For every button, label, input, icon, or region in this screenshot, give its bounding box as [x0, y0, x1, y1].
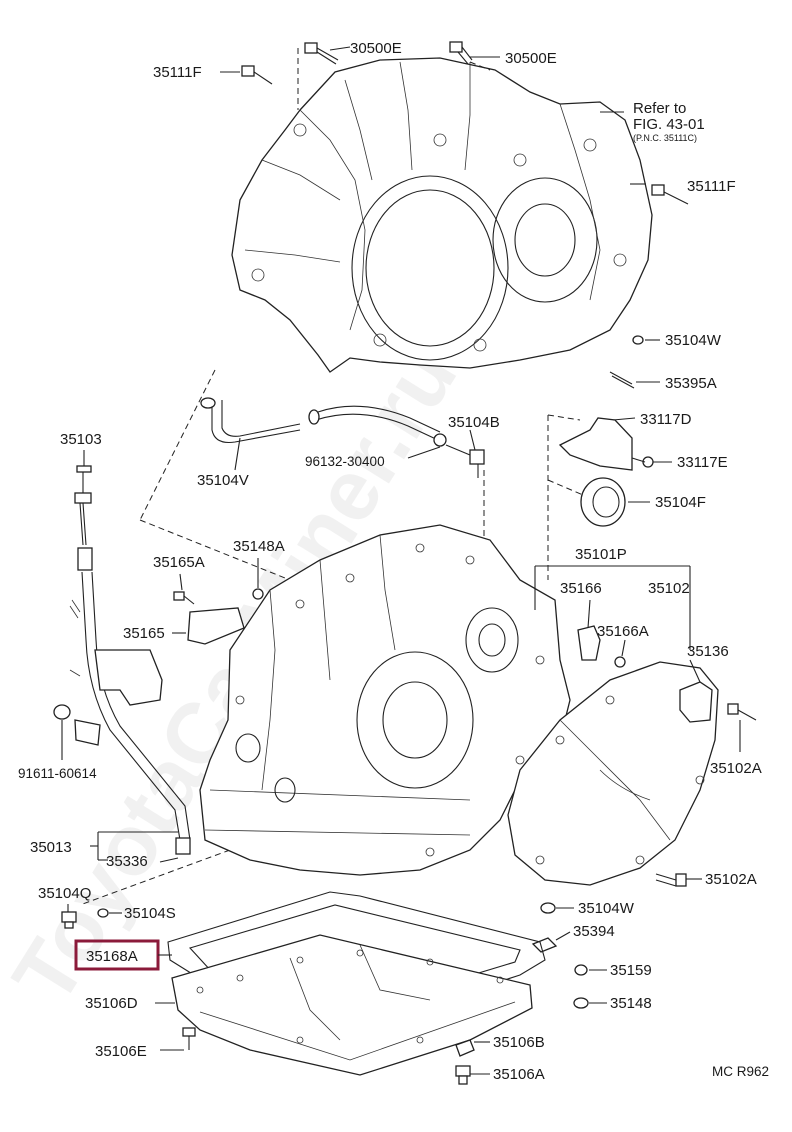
label-91611-60614: 91611-60614	[18, 766, 97, 781]
bolt-35395a-icon	[609, 371, 635, 389]
bolt-33117e-icon	[631, 456, 654, 468]
oring-35104s-icon	[97, 908, 109, 918]
refer-line-1: Refer to	[633, 100, 686, 117]
bolt-35111f-b-icon	[651, 184, 689, 205]
union-35104b-icon	[433, 433, 485, 478]
label-35106b: 35106B	[493, 1034, 545, 1051]
label-35166: 35166	[560, 580, 602, 597]
label-33117d: 33117D	[640, 411, 692, 428]
bolt-35111f-a-icon	[241, 65, 273, 85]
label-35104w-b: 35104W	[578, 900, 635, 917]
gasket-35106b-icon	[455, 1039, 475, 1057]
bolt-35165a-icon	[173, 591, 195, 605]
label-35165a: 35165A	[153, 554, 205, 571]
bolt-35102a-b-icon	[655, 873, 687, 887]
label-35148a: 35148A	[233, 538, 285, 555]
seal-35104f-icon	[580, 477, 626, 527]
label-35159: 35159	[610, 962, 652, 979]
dipstick-35103-icon	[74, 465, 93, 571]
label-35106a: 35106A	[493, 1066, 545, 1083]
transaxle-case	[199, 524, 571, 876]
bolt-35166a-icon	[614, 656, 626, 668]
label-35136: 35136	[687, 643, 729, 660]
plug-35148-icon	[573, 997, 589, 1009]
refer-line-3: (P.N.C. 35111C)	[633, 133, 697, 143]
label-35104v: 35104V	[197, 472, 249, 489]
plate-35166-icon	[577, 625, 601, 661]
label-35111f-a: 35111F	[153, 64, 202, 81]
label-35166a: 35166A	[597, 623, 649, 640]
diagram-reference-code: MC R962	[712, 1064, 769, 1079]
oil-pan-35106d	[171, 934, 533, 1076]
gasket-35159-icon	[574, 964, 588, 976]
filler-tube-35013-icon	[69, 571, 191, 855]
label-35336: 35336	[106, 853, 148, 870]
magnet-35394-icon	[531, 937, 558, 953]
label-35013: 35013	[30, 839, 72, 856]
drain-plug-35106a-icon	[455, 1065, 471, 1085]
label-35101p: 35101P	[575, 546, 627, 563]
bolt-35102a-a-icon	[727, 703, 757, 721]
hose-35104v-upper-icon	[315, 405, 441, 441]
label-35111f-b: 35111F	[687, 178, 736, 195]
label-35165: 35165	[123, 625, 165, 642]
bolt-35106e-icon	[182, 1027, 196, 1050]
label-35148: 35148	[610, 995, 652, 1012]
converter-housing	[231, 57, 653, 373]
label-35168a[interactable]: 35168A	[86, 948, 138, 965]
bracket-33117d-icon	[558, 417, 633, 471]
plug-35148a-icon	[252, 588, 264, 600]
bolt-30500e-b-icon	[449, 41, 473, 65]
label-35104f: 35104F	[655, 494, 706, 511]
label-35106d: 35106D	[85, 995, 138, 1012]
refer-line-2: FIG. 43-01	[633, 116, 705, 133]
label-35102a-a: 35102A	[710, 760, 762, 777]
label-35395a: 35395A	[665, 375, 717, 392]
bracket-35136-icon	[679, 681, 713, 723]
label-35104w-a: 35104W	[665, 332, 722, 349]
plug-35104q-icon	[61, 911, 77, 929]
label-35103: 35103	[60, 431, 102, 448]
hose-35104v-icon	[211, 400, 301, 444]
plug-35104w-b-icon	[540, 902, 556, 914]
label-35104q: 35104Q	[38, 885, 91, 902]
plate-35165-icon	[187, 607, 245, 645]
clip-91611-icon	[53, 704, 71, 720]
label-35104b: 35104B	[448, 414, 500, 431]
label-30500e-a: 30500E	[350, 40, 402, 57]
label-35394: 35394	[573, 923, 615, 940]
label-33117e: 33117E	[677, 454, 728, 471]
label-96132-30400: 96132-30400	[305, 454, 385, 469]
label-35104s: 35104S	[124, 905, 176, 922]
label-35102a-b: 35102A	[705, 871, 757, 888]
label-35102: 35102	[648, 580, 690, 597]
plug-35104w-icon	[632, 335, 644, 345]
bolt-30500e-a-icon	[304, 42, 339, 65]
label-30500e-b: 30500E	[505, 50, 557, 67]
label-35106e: 35106E	[95, 1043, 147, 1060]
